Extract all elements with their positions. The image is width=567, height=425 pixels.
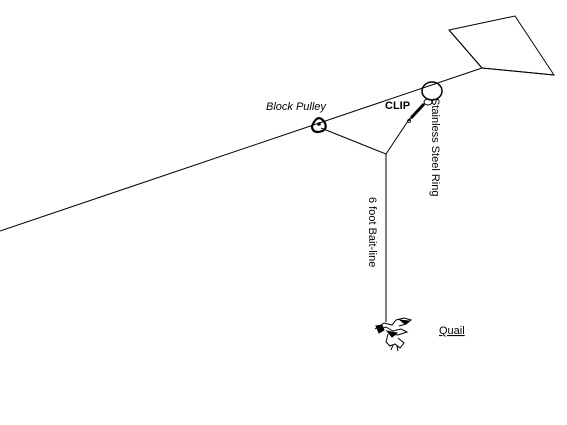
kite-line <box>0 67 483 232</box>
bait-line-label: 6 foot Bait-line <box>366 197 378 267</box>
quail-label: Quail <box>439 325 465 337</box>
quail-icon <box>374 317 413 352</box>
clip-line <box>385 117 411 155</box>
ring-label: Stainless Steel Ring <box>429 98 441 196</box>
pulley-line <box>320 127 387 155</box>
kite-icon <box>448 15 555 76</box>
block-pulley-label: Block Pulley <box>266 101 327 113</box>
clip-label: CLIP <box>385 100 410 112</box>
clip-icon <box>407 102 426 123</box>
block-pulley-icon <box>310 117 327 134</box>
ring-icon <box>421 81 443 106</box>
